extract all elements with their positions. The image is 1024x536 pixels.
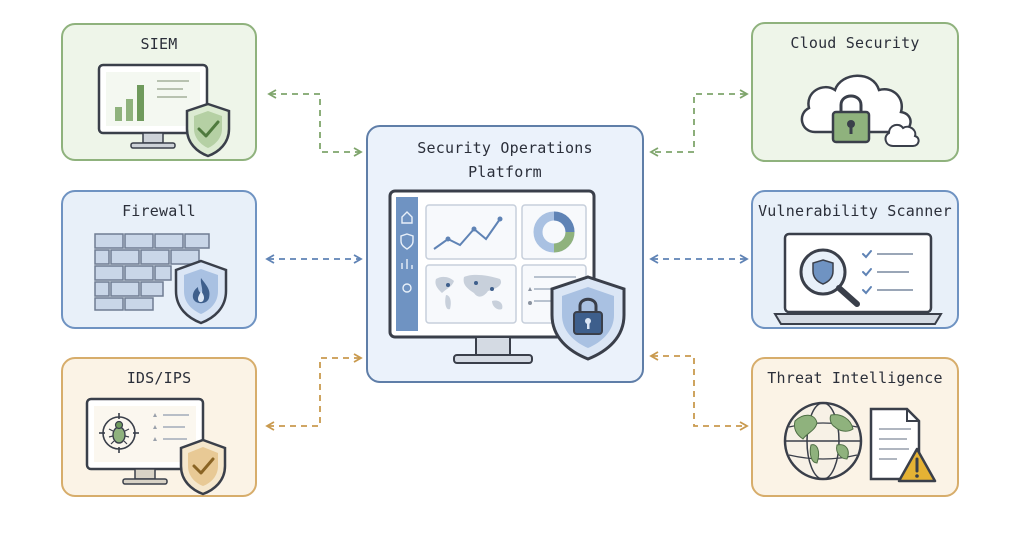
monitor-icon [97, 63, 209, 149]
security-operations-platform: Security Operations Platform [366, 125, 644, 383]
dashboard-monitor-icon [388, 189, 626, 364]
siem-title: SIEM [140, 35, 178, 53]
document-icon [869, 407, 937, 483]
cloud-icon [800, 74, 920, 147]
center-title-line2: Platform [468, 163, 542, 181]
vulnerability-scanner-title: Vulnerability Scanner [758, 202, 952, 220]
connector-cloud-security [649, 89, 749, 157]
magnifier-shield-icon [799, 248, 860, 307]
firewall-title: Firewall [122, 202, 196, 220]
center-title-line1: Security Operations [417, 139, 593, 157]
globe-icon [783, 401, 863, 481]
donut-chart-icon [533, 211, 575, 253]
threat-intelligence-title: Threat Intelligence [767, 369, 943, 387]
connector-threat-intelligence [649, 351, 749, 431]
shield-check-icon [185, 102, 231, 158]
cloud-security-node: Cloud Security [751, 22, 959, 162]
line-chart-icon [433, 218, 501, 250]
threat-intelligence-node: Threat Intelligence [751, 357, 959, 497]
checklist-icon [862, 250, 913, 295]
laptop-icon [773, 232, 943, 325]
siem-node: SIEM [61, 23, 257, 161]
monitor-icon [85, 397, 205, 485]
firewall-node: Firewall [61, 190, 257, 329]
brick-wall-icon [94, 233, 210, 311]
cloud-security-title: Cloud Security [790, 34, 920, 52]
vulnerability-scanner-node: Vulnerability Scanner [751, 190, 959, 329]
shield-lock-icon [550, 275, 626, 361]
warning-icon [897, 447, 937, 483]
flame-shield-icon [174, 259, 228, 325]
shield-check-icon [179, 438, 227, 496]
connector-ids-ips [265, 353, 363, 431]
ids-ips-title: IDS/IPS [126, 369, 192, 387]
bug-target-icon [99, 413, 139, 453]
ids-ips-node: IDS/IPS [61, 357, 257, 497]
world-map-icon [435, 274, 503, 310]
bar-chart-icon [115, 85, 144, 121]
connector-siem [267, 89, 363, 157]
sidebar-icons [400, 211, 414, 293]
padlock-icon [831, 94, 871, 144]
